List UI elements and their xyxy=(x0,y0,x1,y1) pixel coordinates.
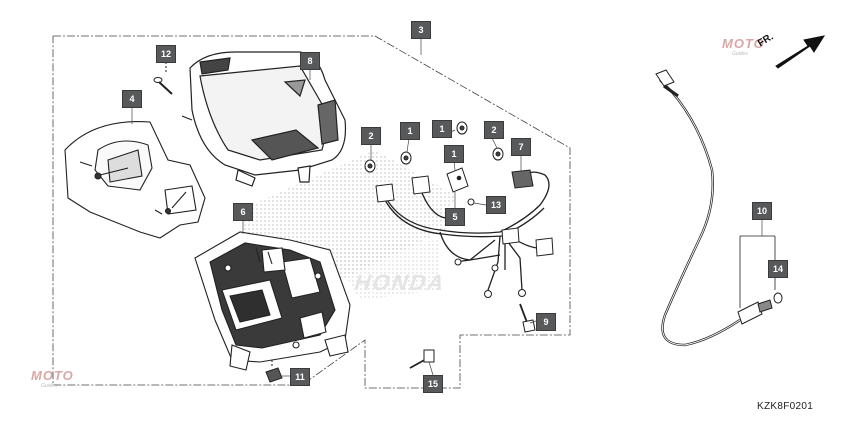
callout-5[interactable]: 5 xyxy=(445,208,465,226)
callout-7[interactable]: 7 xyxy=(511,138,531,156)
watermark-sub: Guides xyxy=(732,51,748,57)
diagram-code: KZK8F0201 xyxy=(757,401,814,412)
bulb-parts xyxy=(364,121,504,206)
callout-15[interactable]: 15 xyxy=(423,375,443,393)
callout-2-right[interactable]: 2 xyxy=(484,121,504,139)
meter-case-lower xyxy=(194,231,351,371)
callout-9[interactable]: 9 xyxy=(536,313,556,331)
callout-13[interactable]: 13 xyxy=(486,196,506,214)
bolt-15 xyxy=(409,349,435,369)
screw-12 xyxy=(153,62,173,95)
watermark-brand: MOTO xyxy=(722,36,765,51)
nut-11 xyxy=(265,360,283,383)
wire-harness xyxy=(384,171,550,291)
screw-9 xyxy=(519,303,536,333)
callout-8[interactable]: 8 xyxy=(300,52,320,70)
callout-11[interactable]: 11 xyxy=(290,368,310,386)
callout-12[interactable]: 12 xyxy=(156,45,176,63)
speedometer-cable xyxy=(655,69,783,347)
meter-face xyxy=(64,121,206,239)
honda-watermark: HONDA xyxy=(351,270,450,295)
front-direction-arrow xyxy=(775,35,826,69)
callout-1-c[interactable]: 1 xyxy=(444,145,464,163)
watermark-brand: MOTO xyxy=(31,368,74,383)
callout-3[interactable]: 3 xyxy=(411,21,431,39)
callout-2-left[interactable]: 2 xyxy=(361,127,381,145)
callout-6[interactable]: 6 xyxy=(233,203,253,221)
callout-14[interactable]: 14 xyxy=(768,260,788,278)
meter-visor xyxy=(181,51,347,187)
callout-10[interactable]: 10 xyxy=(752,202,772,220)
watermark-sub: Guides xyxy=(41,383,57,389)
moto-watermark-bottom: MOTO Guides xyxy=(31,368,74,389)
moto-watermark-top: MOTO Guides xyxy=(722,36,765,57)
callout-1-b[interactable]: 1 xyxy=(432,120,452,138)
callout-1-a[interactable]: 1 xyxy=(400,122,420,140)
leader-lines xyxy=(131,37,763,377)
assembly-boundary xyxy=(52,35,571,389)
callout-4[interactable]: 4 xyxy=(122,90,142,108)
wire-connectors xyxy=(375,169,554,298)
